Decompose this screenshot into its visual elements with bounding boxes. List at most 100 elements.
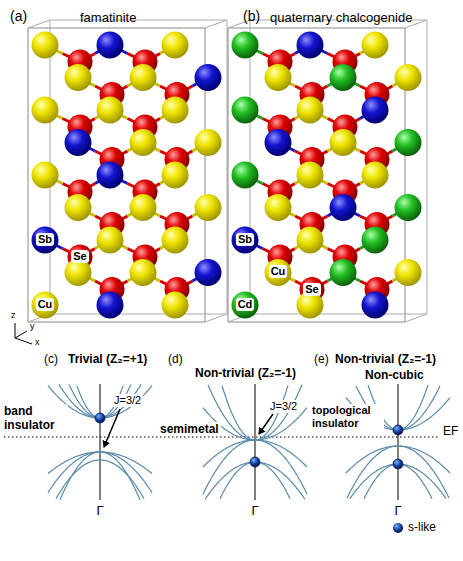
state-dot	[393, 459, 403, 469]
cell-edge	[228, 322, 405, 323]
state-dot	[250, 457, 260, 467]
atom-sphere	[65, 64, 92, 91]
leader-arrow	[104, 409, 120, 447]
atom-label: Se	[71, 250, 88, 263]
axis-label: y	[30, 321, 35, 332]
cell-edge	[405, 314, 427, 322]
cell-edge	[228, 28, 229, 322]
leader-arrow	[259, 414, 273, 434]
phase-name: topological insulator	[310, 404, 384, 430]
atom-sphere	[362, 292, 389, 319]
fermi-level-line	[4, 436, 438, 437]
atom-sphere	[232, 97, 259, 124]
band-curve	[220, 462, 290, 499]
atom-sphere	[162, 162, 189, 189]
axis-line	[15, 338, 32, 344]
atom-sphere	[97, 32, 124, 59]
phase-heading: Non-trivial (Z₂=-1)	[335, 352, 436, 366]
cell-edge	[205, 314, 227, 322]
phase-name: band insulator	[2, 404, 68, 433]
atom-sphere	[195, 64, 222, 91]
crystal-structures	[28, 20, 427, 322]
atom-label: Se	[303, 283, 320, 296]
cell-edge	[227, 20, 228, 314]
band-curve	[208, 385, 302, 440]
phase-heading: Trivial (Z₂=+1)	[68, 352, 147, 366]
fermi-level-label: EF	[443, 424, 458, 438]
atom-label: Cd	[236, 298, 255, 311]
cell-edge	[228, 28, 405, 29]
band-curve	[346, 446, 450, 473]
legend-text: s-like	[408, 520, 436, 534]
atom-sphere	[195, 194, 222, 221]
atom-sphere	[297, 162, 324, 189]
atom-label: Cu	[36, 298, 55, 311]
state-label: J=3/2	[268, 400, 299, 413]
atom-sphere	[130, 259, 157, 286]
atom-label: Sb	[236, 233, 254, 246]
atom-sphere	[265, 64, 292, 91]
atom-sphere	[97, 227, 124, 254]
cell-edge	[50, 20, 227, 21]
gamma-axis	[255, 384, 256, 500]
band-curve	[347, 446, 449, 498]
cell-edge	[28, 28, 29, 322]
atom-sphere	[32, 97, 59, 124]
atom-sphere	[265, 129, 292, 156]
atom-sphere	[265, 194, 292, 221]
phase-heading: Non-cubic	[365, 368, 424, 382]
atom-sphere	[395, 64, 422, 91]
axis-label: z	[11, 310, 16, 321]
axis-line	[15, 331, 27, 338]
atom-sphere	[232, 32, 259, 59]
atom-sphere	[395, 194, 422, 221]
atom-sphere	[162, 32, 189, 59]
k-point-label: Γ	[251, 503, 258, 519]
structure-title: famatinite	[80, 10, 136, 26]
band-curve	[48, 452, 152, 474]
cell-edge	[28, 28, 205, 29]
atom-sphere	[195, 129, 222, 156]
atom-sphere	[232, 292, 259, 319]
atom-sphere	[130, 129, 157, 156]
atom-sphere	[330, 259, 357, 286]
atom-sphere	[362, 32, 389, 59]
atom-sphere	[265, 259, 292, 286]
atom-label: Sb	[36, 233, 54, 246]
atom-sphere	[297, 32, 324, 59]
atom-sphere	[32, 162, 59, 189]
band-curve	[205, 462, 305, 500]
unit-cell	[28, 20, 227, 322]
axis-line	[15, 323, 16, 338]
cell-edge	[427, 20, 428, 314]
atom-sphere	[162, 97, 189, 124]
atom-sphere	[97, 97, 124, 124]
atom-sphere	[65, 194, 92, 221]
cell-edge	[50, 314, 227, 315]
atom-sphere	[32, 32, 59, 59]
band-curve	[56, 460, 144, 499]
panel-label: (e)	[314, 352, 329, 366]
atom-sphere	[330, 129, 357, 156]
axis-triad	[15, 323, 32, 344]
state-dot	[95, 413, 105, 423]
panel-label: (b)	[243, 8, 260, 25]
atom-sphere	[395, 259, 422, 286]
cell-edge	[250, 314, 427, 315]
legend-dot	[393, 523, 403, 533]
panel-label: (a)	[10, 8, 27, 25]
atom-sphere	[395, 129, 422, 156]
axis-label: x	[35, 337, 40, 348]
gamma-axis	[398, 384, 399, 500]
atom-sphere	[232, 227, 259, 254]
atom-sphere	[195, 259, 222, 286]
k-point-label: Γ	[394, 503, 401, 519]
atom-sphere	[232, 162, 259, 189]
k-point-label: Γ	[96, 503, 103, 519]
phase-name: semimetal	[158, 422, 221, 436]
atom-sphere	[97, 292, 124, 319]
cell-edge	[28, 322, 205, 323]
state-label: J=3/2	[112, 394, 143, 407]
structure-title: quaternary chalcogenide	[270, 10, 412, 26]
